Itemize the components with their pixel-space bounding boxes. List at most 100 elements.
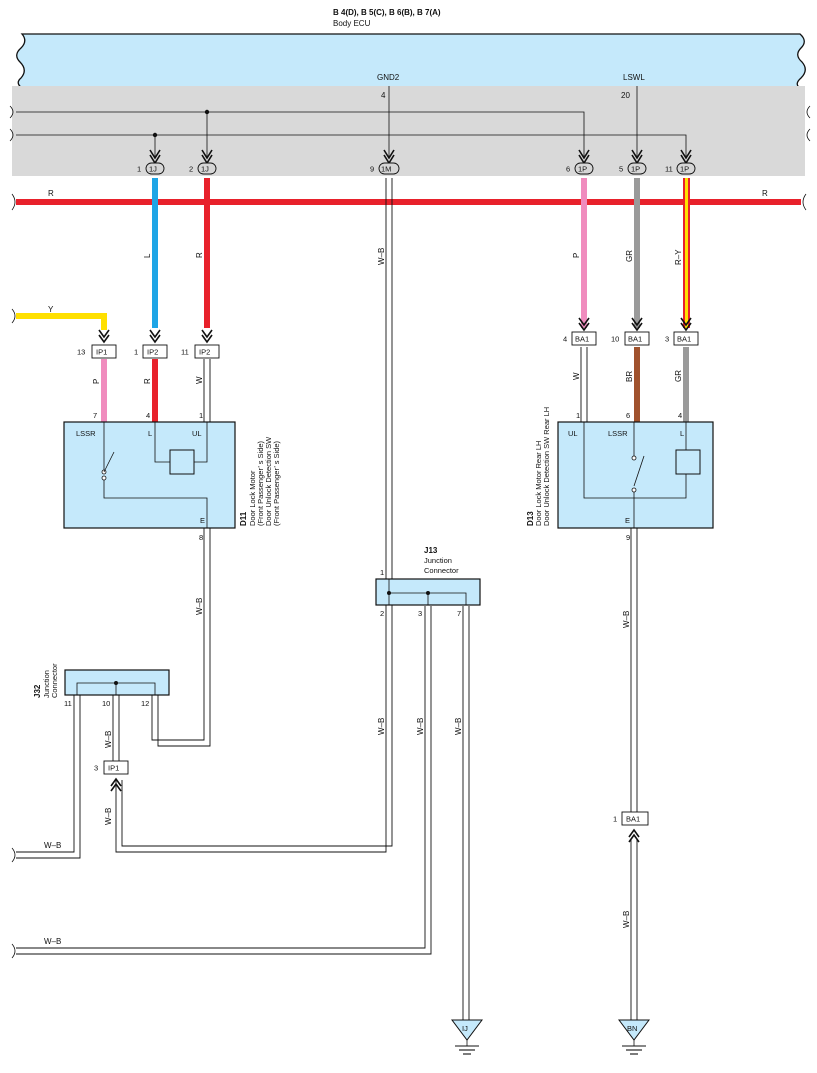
wire-label-wb-j13-7: W–B xyxy=(454,718,463,735)
red-bus-wire xyxy=(16,199,801,205)
connector-name: BA1 xyxy=(677,335,691,344)
wire-d13-e xyxy=(630,528,638,812)
ecu-ids: B 4(D), B 5(C), B 6(B), B 7(A) xyxy=(333,8,441,17)
d13-name-1: Door Lock Motor Rear LH xyxy=(534,441,543,526)
connector-ba1-3: BA1 3 xyxy=(665,317,699,346)
break-mark xyxy=(806,128,811,142)
pin-11: 11 xyxy=(64,699,72,708)
connector-ba1-10: BA1 10 xyxy=(611,317,650,346)
break-mark xyxy=(11,308,16,324)
break-mark xyxy=(802,193,807,211)
wire-j32-10 xyxy=(112,695,120,762)
connector-pin: 1 xyxy=(134,348,138,357)
wire-label-r-right: R xyxy=(762,189,768,198)
ecu-pin-lswl-name: LSWL xyxy=(623,73,645,82)
break-mark xyxy=(11,193,16,211)
connector-pin: 11 xyxy=(181,348,189,357)
connector-pin: 9 xyxy=(370,165,374,174)
wire-label-wb-j13-2: W–B xyxy=(377,718,386,735)
pin-top: 1 xyxy=(380,568,384,577)
pin-e: 9 xyxy=(626,533,630,542)
ecu-pin-gnd2-name: GND2 xyxy=(377,73,400,82)
connector-ba1-1: BA1 1 xyxy=(613,811,649,843)
band-connector-1j-a: 1J 1 xyxy=(137,149,165,175)
break-mark xyxy=(11,847,16,863)
ecu-pin-gnd2-num: 4 xyxy=(381,91,386,100)
band-connector-1p-c: 1P 11 xyxy=(665,149,696,175)
connector-name: IP2 xyxy=(199,348,210,357)
connector-pin: 13 xyxy=(77,348,85,357)
connector-name: 1P xyxy=(578,165,587,174)
d13-name-2: Door Unlock Detection SW Rear LH xyxy=(542,407,551,526)
band-connector-1m: 1M 9 xyxy=(370,149,400,175)
wire-label-ry: R–Y xyxy=(674,249,683,265)
harness-band xyxy=(12,86,805,176)
j13-id: J13 xyxy=(424,546,438,555)
wire-label-r-mid: R xyxy=(195,252,204,258)
wire-label-w-d11: W xyxy=(195,376,204,384)
wire-wb-center-inner xyxy=(121,178,393,847)
pin-l: 4 xyxy=(678,411,682,420)
wire-d13-br xyxy=(634,347,640,422)
wire-label-wb-j32: W–B xyxy=(104,731,113,748)
j13-name-1: Junction xyxy=(424,556,452,565)
connector-name: BA1 xyxy=(575,335,589,344)
pin-2: 2 xyxy=(380,609,384,618)
connector-name: BA1 xyxy=(628,335,642,344)
wire-label-wb-d13b: W–B xyxy=(622,911,631,928)
wire-ry-yellow xyxy=(685,178,688,328)
d13-id: D13 xyxy=(526,511,535,526)
wire-l-blue xyxy=(152,178,158,328)
terminal-lssr: LSSR xyxy=(608,429,628,438)
terminal-lssr: LSSR xyxy=(76,429,96,438)
ecu-pin-lswl-num: 20 xyxy=(621,91,630,100)
band-connector-1p-b: 1P 5 xyxy=(619,149,647,175)
wire-label-wb-center: W–B xyxy=(377,248,386,265)
pin-10: 10 xyxy=(102,699,110,708)
pin-3: 3 xyxy=(418,609,422,618)
wire-j13-7 xyxy=(462,606,470,1020)
connector-ip2-1: IP2 1 xyxy=(134,329,168,359)
connector-ip2-11: IP2 11 xyxy=(181,329,220,359)
break-mark xyxy=(806,105,811,119)
ecu-internal-line-2 xyxy=(16,134,687,158)
connector-pin: 1 xyxy=(613,815,617,824)
d11-id: D11 xyxy=(239,511,248,526)
junction-j32: 11 10 12 xyxy=(64,669,170,708)
wire-label-gr-right: GR xyxy=(625,250,634,262)
wire-d11-w xyxy=(203,359,211,422)
terminal-e: E xyxy=(625,516,630,525)
d11-name-1: Door Lock Motor xyxy=(248,470,257,526)
wire-label-wb-ip1: W–B xyxy=(104,808,113,825)
j32-name-2: Connector xyxy=(50,663,59,698)
ground-bn: BN xyxy=(618,1019,650,1055)
terminal-l: L xyxy=(680,429,684,438)
wire-gr-gray xyxy=(634,178,640,328)
wire-label-wb-bottom1: W–B xyxy=(44,841,61,850)
junction-j13: 1 2 3 7 xyxy=(375,568,481,618)
wire-label-gr-d13: GR xyxy=(674,370,683,382)
connector-pin: 5 xyxy=(619,165,623,174)
wire-j32-11 xyxy=(16,695,81,859)
connector-ba1-4: BA1 4 xyxy=(563,317,597,346)
connector-pin: 3 xyxy=(665,335,669,344)
connector-name: 1J xyxy=(149,165,157,174)
connector-pin: 11 xyxy=(665,165,673,174)
wire-y-yellow xyxy=(16,313,107,330)
connector-name: 1J xyxy=(201,165,209,174)
connector-pin: 10 xyxy=(611,335,619,344)
wire-label-wb-j13-3: W–B xyxy=(416,718,425,735)
wire-p-pink xyxy=(581,178,587,328)
d11-name-3: Door Unlock Detection SW xyxy=(264,436,273,526)
body-ecu-box xyxy=(16,33,806,89)
connector-pin: 4 xyxy=(563,335,567,344)
connector-name: IP2 xyxy=(147,348,158,357)
connector-ip1-13: IP1 13 xyxy=(77,329,117,359)
band-connector-1p-a: 1P 6 xyxy=(566,149,594,175)
ground-label: IJ xyxy=(462,1024,468,1033)
pin-12: 12 xyxy=(141,699,149,708)
j32-name-1: Junction xyxy=(42,670,51,698)
pin-ul: 1 xyxy=(199,411,203,420)
connector-name: IP1 xyxy=(108,764,119,773)
